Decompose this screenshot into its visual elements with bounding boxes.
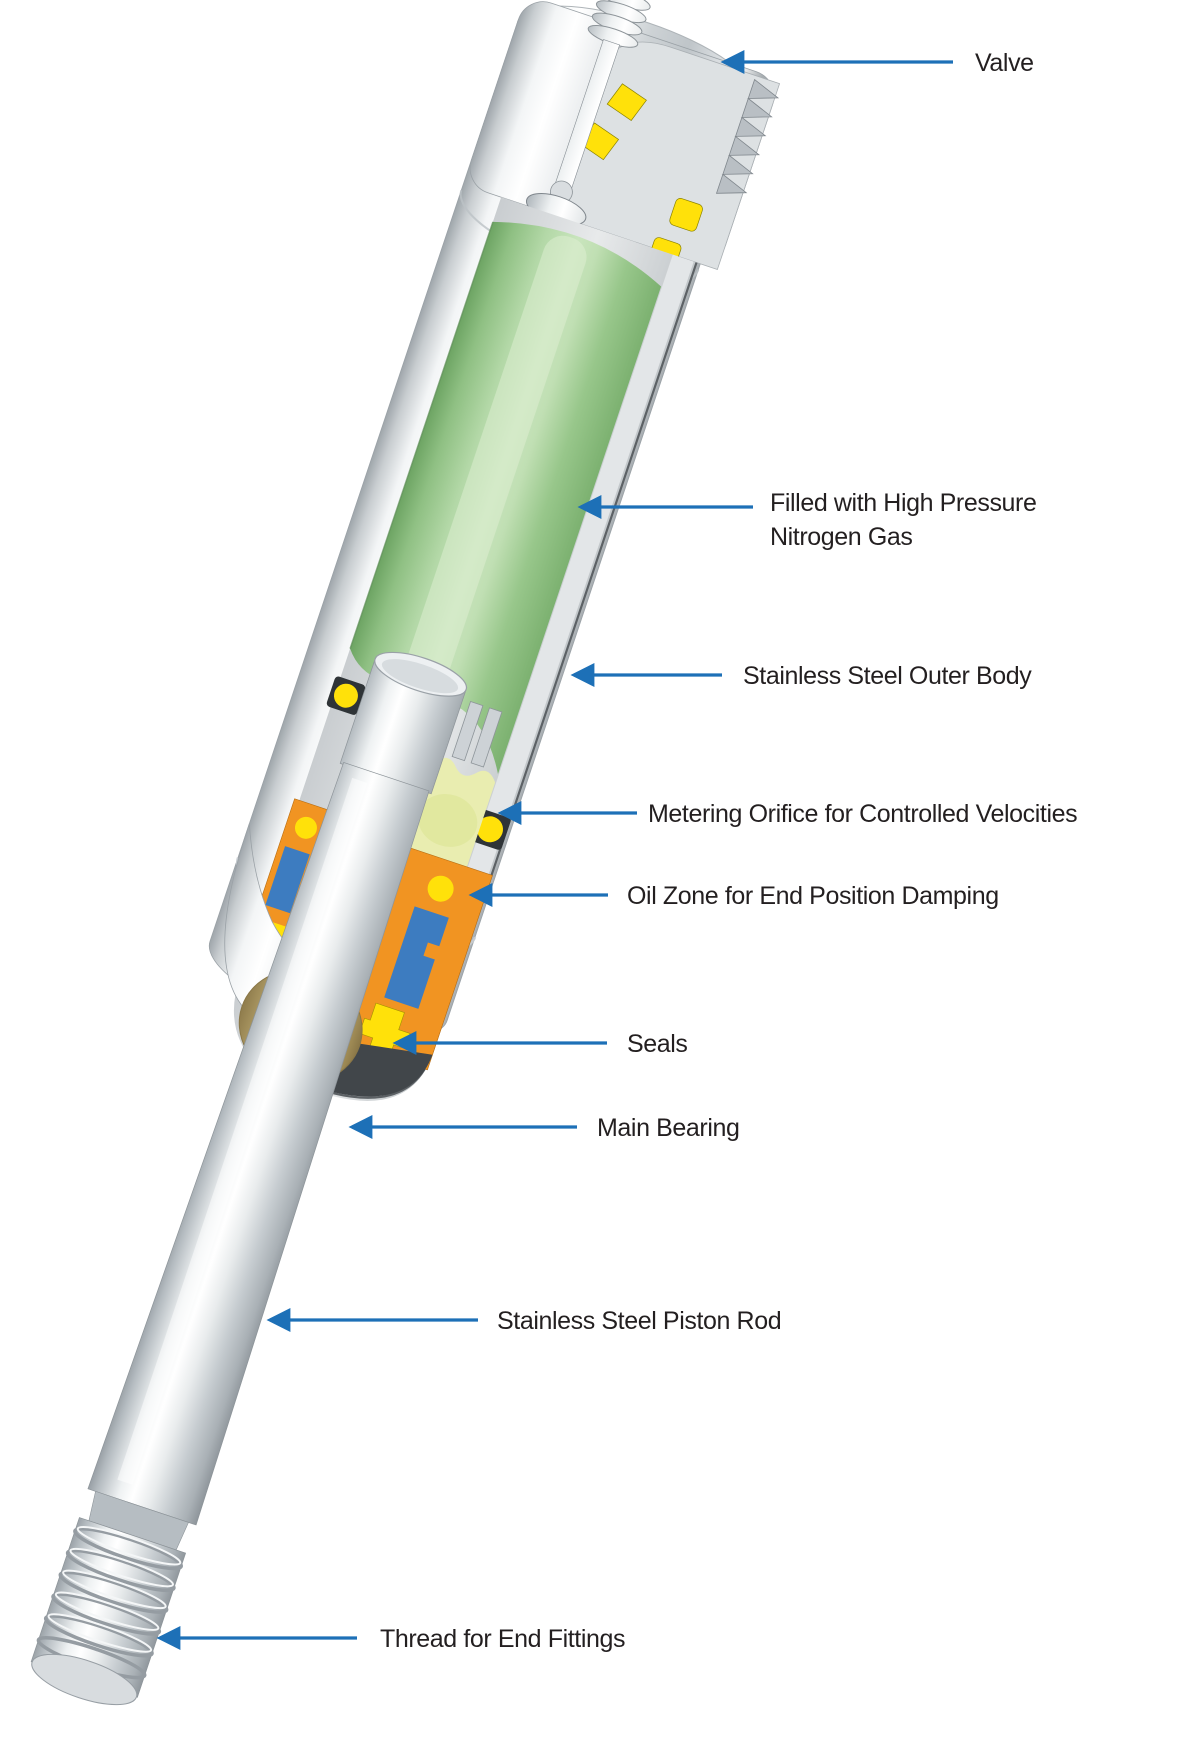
label-piston-rod: Stainless Steel Piston Rod bbox=[497, 1307, 782, 1335]
gas-spring-assembly bbox=[30, 0, 781, 1706]
gas-edge-shadow bbox=[349, 221, 494, 649]
rod-thread-glint bbox=[62, 1569, 167, 1610]
valve-seal-1 bbox=[606, 83, 647, 121]
spacer-blue-left bbox=[265, 846, 310, 914]
piston-seal-right bbox=[477, 816, 504, 843]
label-nitrogen-gas: Filled with High Pressure Nitrogen Gas bbox=[770, 489, 1037, 551]
label-main-bearing: Main Bearing bbox=[597, 1114, 740, 1142]
end-cap-thread-section bbox=[715, 78, 780, 194]
metering-orifice-disc-1 bbox=[451, 701, 484, 762]
oil-zone-shade bbox=[418, 793, 478, 847]
label-thread: Thread for End Fittings bbox=[380, 1625, 626, 1653]
rod-thread-glint bbox=[69, 1547, 174, 1588]
gas-highlight bbox=[406, 235, 587, 685]
seal-ring-left-top bbox=[294, 816, 317, 839]
metering-orifice-disc-2 bbox=[470, 707, 503, 768]
leader-arrows bbox=[156, 50, 953, 1650]
rod-thread-ridge bbox=[43, 1614, 154, 1658]
label-seals: Seals bbox=[627, 1030, 688, 1058]
seal-ring-right-top bbox=[427, 875, 454, 902]
rod-thread-ridge bbox=[58, 1570, 169, 1614]
label-outer-body: Stainless Steel Outer Body bbox=[743, 662, 1032, 690]
spacer-blue-right bbox=[384, 906, 449, 1009]
piston-rod-highlight bbox=[117, 777, 368, 1485]
rod-thread-glint bbox=[47, 1613, 153, 1653]
rod-thread-ridge bbox=[73, 1526, 184, 1571]
rod-end-face bbox=[31, 1653, 138, 1706]
label-oil-zone: Oil Zone for End Position Damping bbox=[627, 882, 999, 910]
rod-thread-glint bbox=[76, 1526, 182, 1566]
label-metering-orifice: Metering Orifice for Controlled Velociti… bbox=[648, 800, 1078, 828]
rod-thread-ridge bbox=[65, 1548, 176, 1593]
cut-wall-band bbox=[408, 254, 694, 1052]
cap-seal-1 bbox=[669, 198, 703, 232]
piston-head-top-shade bbox=[381, 659, 459, 694]
piston-seal-left bbox=[333, 683, 358, 708]
label-valve: Valve bbox=[975, 49, 1034, 77]
